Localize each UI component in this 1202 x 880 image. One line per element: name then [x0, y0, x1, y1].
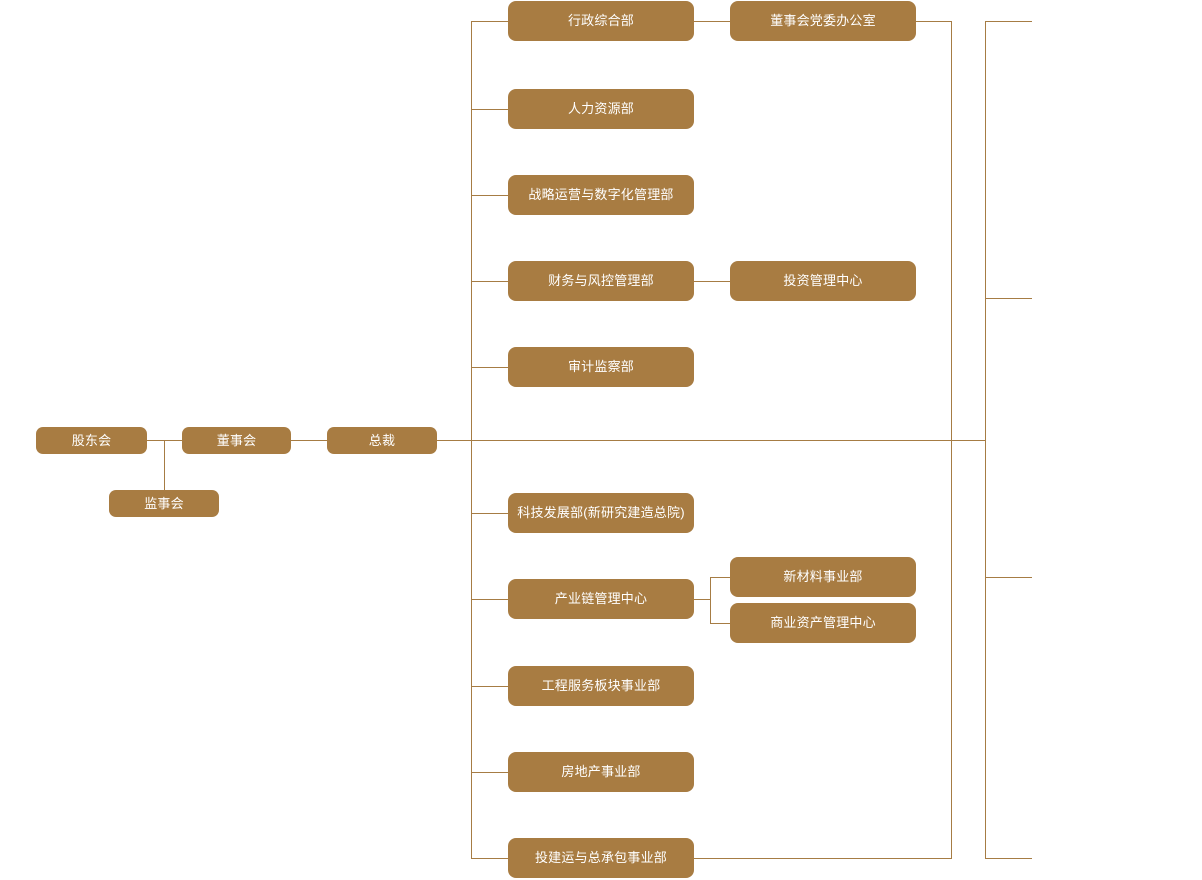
connector-business-unit-1 [471, 599, 508, 600]
node-business-unit-3[interactable]: 房地产事业部 [508, 752, 694, 792]
connector-department-3 [471, 281, 508, 282]
connector-bottom-unit-to-inner-spine [694, 858, 952, 859]
connector-business-unit-0 [471, 513, 508, 514]
connector-chain-fork-top [710, 577, 730, 578]
node-business-sub-unit-1[interactable]: 商业资产管理中心 [730, 603, 916, 643]
connector-finance-to-investment [694, 281, 730, 282]
connector-chain-fork-riser [710, 577, 711, 623]
node-department-1[interactable]: 人力资源部 [508, 89, 694, 129]
node-business-unit-0[interactable]: 科技发展部(新研究建造总院) [508, 493, 694, 533]
node-president[interactable]: 总裁 [327, 427, 437, 454]
connector-department-4 [471, 367, 508, 368]
connector-department-1 [471, 109, 508, 110]
spine-departments [471, 21, 472, 859]
spine-outer-right [985, 21, 986, 859]
node-department-3[interactable]: 财务与风控管理部 [508, 261, 694, 301]
connector-board-office-to-inner-spine [916, 21, 952, 22]
connector-department-2 [471, 195, 508, 196]
node-department-0[interactable]: 行政综合部 [508, 1, 694, 41]
connector-admin-to-board-office [694, 21, 730, 22]
connector-business-unit-2 [471, 686, 508, 687]
connector-chain-fork-bottom [710, 623, 730, 624]
connector-president-to-spine [437, 440, 985, 441]
node-business-sub-unit-0[interactable]: 新材料事业部 [730, 557, 916, 597]
connector-outer-stub-upper-mid [985, 298, 1032, 299]
connector-chain-fork-stem [694, 599, 711, 600]
node-department-4[interactable]: 审计监察部 [508, 347, 694, 387]
node-department-2[interactable]: 战略运营与数字化管理部 [508, 175, 694, 215]
node-business-unit-2[interactable]: 工程服务板块事业部 [508, 666, 694, 706]
connector-business-unit-3 [471, 772, 508, 773]
connector-outer-stub-lower-mid [985, 577, 1032, 578]
node-supervisory-board[interactable]: 监事会 [109, 490, 219, 517]
connector-business-unit-4 [471, 858, 508, 859]
spine-inner-right [951, 21, 952, 859]
connector-outer-stub-bottom [985, 858, 1032, 859]
connector-drop-supervisory [164, 440, 165, 490]
node-investment-management-center[interactable]: 投资管理中心 [730, 261, 916, 301]
connector-outer-stub-top [985, 21, 1032, 22]
node-business-unit-4[interactable]: 投建运与总承包事业部 [508, 838, 694, 878]
node-board-of-directors[interactable]: 董事会 [182, 427, 291, 454]
node-board-party-office[interactable]: 董事会党委办公室 [730, 1, 916, 41]
connector-department-0 [471, 21, 508, 22]
connector-board-to-president [291, 440, 327, 441]
node-shareholders-meeting[interactable]: 股东会 [36, 427, 147, 454]
node-business-unit-1[interactable]: 产业链管理中心 [508, 579, 694, 619]
